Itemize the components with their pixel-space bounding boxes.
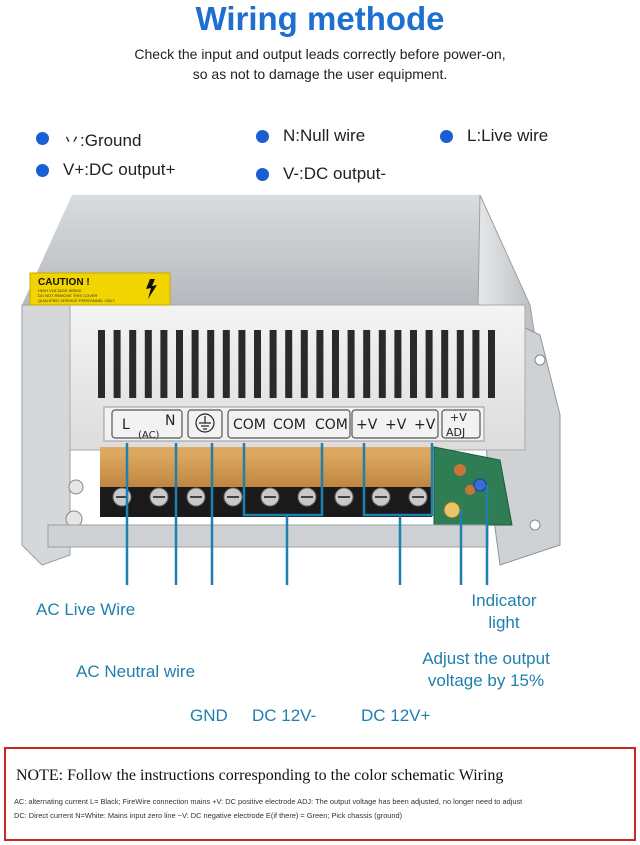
vent-slot xyxy=(176,330,183,398)
vent-slot xyxy=(441,330,449,398)
vent-slot xyxy=(129,330,137,398)
dc-minus-bus xyxy=(242,443,324,585)
vent-slot xyxy=(222,330,230,398)
note-title: NOTE: Follow the instructions correspond… xyxy=(16,767,504,784)
callout-adjust: Adjust the output voltage by 15% xyxy=(404,648,568,692)
callout-ac-live: AC Live Wire xyxy=(36,600,136,619)
power-supply-illustration: CAUTION ! HIGH VOLTAGE INSIDE DO NOT REM… xyxy=(21,194,561,585)
note-box: NOTE: Follow the instructions correspond… xyxy=(4,747,636,841)
bullet-icon xyxy=(256,129,269,143)
terminal-block-cover xyxy=(100,447,432,489)
callout-indicator-line-1: Indicator xyxy=(471,591,537,610)
terminal-label-com-1: COM xyxy=(233,417,266,433)
note-line-1: AC: alternating current L= Black; FireWi… xyxy=(14,797,523,806)
vent-slot xyxy=(254,330,261,398)
legend-label: V-:DC output- xyxy=(283,164,386,183)
case-base xyxy=(47,524,489,548)
vent-slot xyxy=(300,330,308,398)
indicator-led xyxy=(473,478,487,492)
legend-null-wire: N:Null wire xyxy=(256,126,365,146)
legend-dc-plus: V+:DC output+ xyxy=(36,160,175,180)
legend-label: 丷:Ground xyxy=(63,131,142,150)
terminal-label-v1: +V xyxy=(356,417,378,433)
page-title: Wiring methode xyxy=(195,0,445,37)
vent-slots xyxy=(98,330,495,398)
callout-adjust-line-2: voltage by 15% xyxy=(427,671,545,690)
caution-label xyxy=(29,272,171,306)
vent-slot xyxy=(488,330,495,398)
ac-label: (AC) xyxy=(138,430,160,441)
vent-slot xyxy=(472,330,480,398)
legend-live-wire: L:Live wire xyxy=(440,126,548,146)
terminal-label-n: N xyxy=(165,413,175,429)
bullet-icon xyxy=(36,132,49,145)
vent-slot xyxy=(316,330,324,398)
vent-slot xyxy=(394,330,402,398)
vent-slot xyxy=(269,330,277,398)
terminal-label-strip xyxy=(103,406,485,442)
vent-slot xyxy=(207,330,215,398)
dc-plus-bus xyxy=(362,443,434,585)
label-dividers xyxy=(111,409,481,439)
subtitle-line-1: Check the input and output leads correct… xyxy=(134,46,506,62)
vent-slot xyxy=(285,330,293,398)
terminal-label-v3: +V xyxy=(414,417,436,433)
adj-label-bottom: ADJ xyxy=(446,426,465,439)
bullet-icon xyxy=(256,167,269,181)
vent-slot xyxy=(363,330,371,398)
callout-dc-minus: DC 12V- xyxy=(252,706,317,725)
vent-slot xyxy=(347,330,355,398)
bullet-icon xyxy=(440,129,453,143)
legend-dc-minus: V-:DC output- xyxy=(256,164,386,184)
vent-slot xyxy=(98,330,105,398)
terminal-label-v2: +V xyxy=(385,417,407,433)
callout-ac-neutral: AC Neutral wire xyxy=(76,662,196,681)
callout-dc-plus: DC 12V+ xyxy=(361,706,431,725)
vent-slot xyxy=(191,330,199,398)
legend-label: N:Null wire xyxy=(283,126,366,145)
adjust-potentiometer xyxy=(443,501,461,519)
callout-gnd: GND xyxy=(190,706,228,725)
vent-slot xyxy=(238,330,246,398)
vent-slot xyxy=(378,330,386,398)
caution-line-1: HIGH VOLTAGE INSIDE xyxy=(38,288,82,293)
callout-indicator-line-2: light xyxy=(488,613,520,632)
terminal-screws xyxy=(112,487,428,507)
warning-icon xyxy=(146,279,157,299)
subtitle-line-2: so as not to damage the user equipment. xyxy=(192,66,448,82)
caution-title: CAUTION ! xyxy=(38,277,90,288)
vent-slot xyxy=(410,330,417,398)
ground-symbol-icon xyxy=(195,413,215,433)
legend-ground: 丷:Ground xyxy=(36,126,141,151)
note-line-2: DC: Direct current N=White: Mains input … xyxy=(14,811,403,820)
vent-slot xyxy=(456,330,464,398)
vent-slot xyxy=(332,330,339,398)
vent-slot xyxy=(160,330,168,398)
caution-line-2: DO NOT REMOVE THIS COVER xyxy=(38,293,98,298)
legend-label: L:Live wire xyxy=(467,126,549,145)
adj-label-top: +V xyxy=(450,411,467,424)
terminal-label-l: L xyxy=(122,417,130,433)
bullet-icon xyxy=(36,163,49,177)
subtitle: Check the input and output leads correct… xyxy=(0,44,640,84)
callout-adjust-line-1: Adjust the output xyxy=(422,649,550,668)
vent-slot xyxy=(144,330,152,398)
terminal-label-com-3: COM xyxy=(315,417,348,433)
vent-slot xyxy=(425,330,433,398)
callout-indicator: Indicator light xyxy=(462,590,546,634)
terminal-labels: L N COM COM COM +V +V +V xyxy=(122,413,436,433)
terminal-label-com-2: COM xyxy=(273,417,306,433)
caution-line-3: QUALIFIED SERVICE PERSONNEL ONLY xyxy=(38,298,115,303)
vent-slot xyxy=(113,330,121,398)
leader-lines xyxy=(125,443,489,585)
legend-label: V+:DC output+ xyxy=(63,160,176,179)
